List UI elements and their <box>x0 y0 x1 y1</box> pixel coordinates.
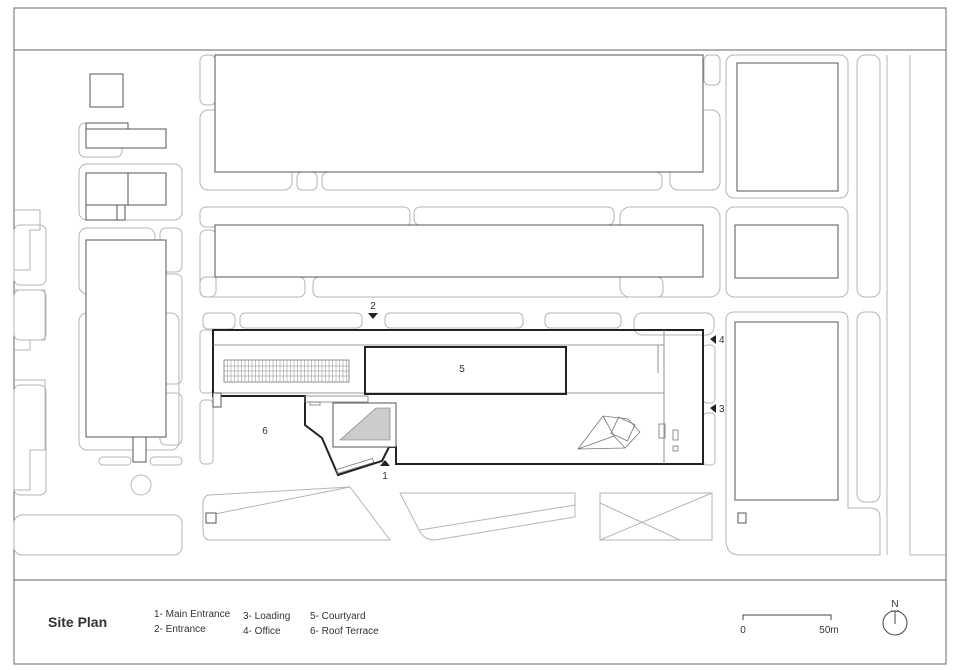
main-building <box>212 329 704 477</box>
east-blocks <box>725 54 946 556</box>
entrance-1-arrow <box>380 460 390 466</box>
entrance-2-arrow <box>368 313 378 319</box>
scale-end: 50m <box>819 625 838 636</box>
office-4-arrow <box>710 335 716 344</box>
label-2: 2 <box>370 301 376 312</box>
legend-item: 4- Office <box>243 626 281 637</box>
south-parcels <box>202 486 713 541</box>
west-blocks <box>13 73 183 556</box>
north-block <box>199 54 721 191</box>
drawing-title: Site Plan <box>48 614 108 630</box>
legend-item: 3- Loading <box>243 611 291 622</box>
legend-item: 2- Entrance <box>154 624 206 635</box>
north-label: N <box>891 599 898 610</box>
main-block-curbs <box>199 312 716 466</box>
middle-block <box>199 206 721 298</box>
legend-item: 5- Courtyard <box>310 611 366 622</box>
label-1: 1 <box>382 471 388 482</box>
loading-3-arrow <box>710 404 716 413</box>
label-6: 6 <box>262 426 268 437</box>
label-5: 5 <box>459 364 465 375</box>
legend-item: 6- Roof Terrace <box>310 626 379 637</box>
roof-grid <box>223 360 349 382</box>
label-4: 4 <box>719 335 725 346</box>
scale-start: 0 <box>740 625 746 636</box>
legend-column-3: 5- Courtyard 6- Roof Terrace <box>310 609 379 639</box>
north-arrow-icon <box>882 610 908 636</box>
legend-column-2: 3- Loading 4- Office <box>243 609 290 639</box>
legend-item: 1- Main Entrance <box>154 609 231 620</box>
scale-bar <box>742 614 832 620</box>
courtyard <box>364 346 567 395</box>
label-3: 3 <box>719 404 725 415</box>
legend-column-1: 1- Main Entrance 2- Entrance <box>154 607 230 637</box>
